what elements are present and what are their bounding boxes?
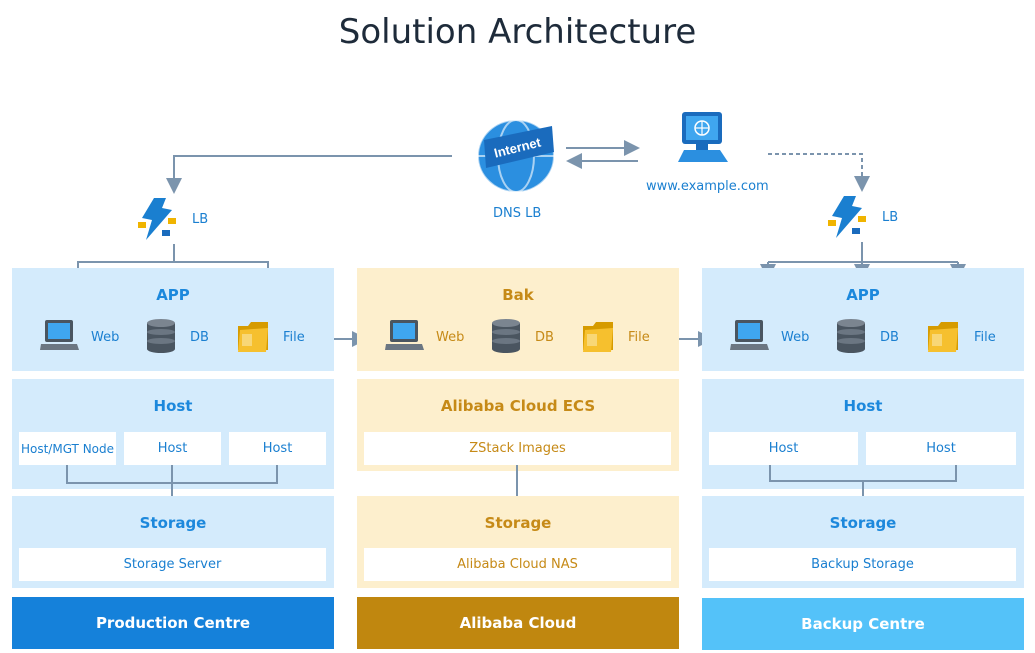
- db-label: DB: [190, 330, 209, 345]
- page-title: Solution Architecture: [338, 12, 697, 52]
- host-box: Host: [866, 432, 1016, 465]
- panel-title: Bak: [502, 286, 534, 304]
- laptop-icon: [385, 318, 425, 354]
- storage-server-box: Storage Server: [19, 548, 326, 581]
- web-label: Web: [436, 330, 465, 345]
- panel-title: Storage: [484, 514, 552, 532]
- database-icon: [146, 318, 176, 354]
- production-centre-footer: Production Centre: [12, 597, 334, 649]
- laptop-icon: [40, 318, 80, 354]
- production-app-panel: APP: [12, 268, 334, 371]
- file-label: File: [628, 330, 650, 345]
- folder-icon: [926, 318, 960, 354]
- dns-lb-label: DNS LB: [493, 206, 542, 221]
- database-icon: [836, 318, 866, 354]
- panel-title: Storage: [829, 514, 897, 532]
- file-label: File: [974, 330, 996, 345]
- internet-globe-icon: Internet: [474, 112, 558, 196]
- alibaba-cloud-footer: Alibaba Cloud: [357, 597, 679, 649]
- alibaba-bak-panel: Bak: [357, 268, 679, 371]
- lb-right-label: LB: [882, 210, 899, 225]
- panel-title: APP: [156, 286, 190, 304]
- db-label: DB: [880, 330, 899, 345]
- backup-centre-footer: Backup Centre: [702, 598, 1024, 650]
- load-balancer-icon: [136, 196, 178, 242]
- host-box: Host: [229, 432, 326, 465]
- backup-app-panel: APP: [702, 268, 1024, 371]
- panel-title: Storage: [139, 514, 207, 532]
- folder-icon: [581, 318, 615, 354]
- laptop-icon: [730, 318, 770, 354]
- host-node-box: Host/MGT Node: [19, 432, 116, 465]
- host-box: Host: [124, 432, 221, 465]
- backup-storage-box: Backup Storage: [709, 548, 1016, 581]
- file-label: File: [283, 330, 305, 345]
- zstack-images-box: ZStack Images: [364, 432, 671, 465]
- web-label: Web: [781, 330, 810, 345]
- database-icon: [491, 318, 521, 354]
- panel-title: Host: [843, 397, 883, 415]
- panel-title: Host: [153, 397, 193, 415]
- panel-title: APP: [846, 286, 880, 304]
- lb-left-label: LB: [192, 212, 209, 227]
- site-url-label: www.example.com: [646, 179, 769, 194]
- alibaba-nas-box: Alibaba Cloud NAS: [364, 548, 671, 581]
- computer-icon: [676, 110, 732, 166]
- folder-icon: [236, 318, 270, 354]
- panel-title: Alibaba Cloud ECS: [440, 397, 596, 415]
- db-label: DB: [535, 330, 554, 345]
- web-label: Web: [91, 330, 120, 345]
- load-balancer-icon: [826, 194, 868, 240]
- host-box: Host: [709, 432, 858, 465]
